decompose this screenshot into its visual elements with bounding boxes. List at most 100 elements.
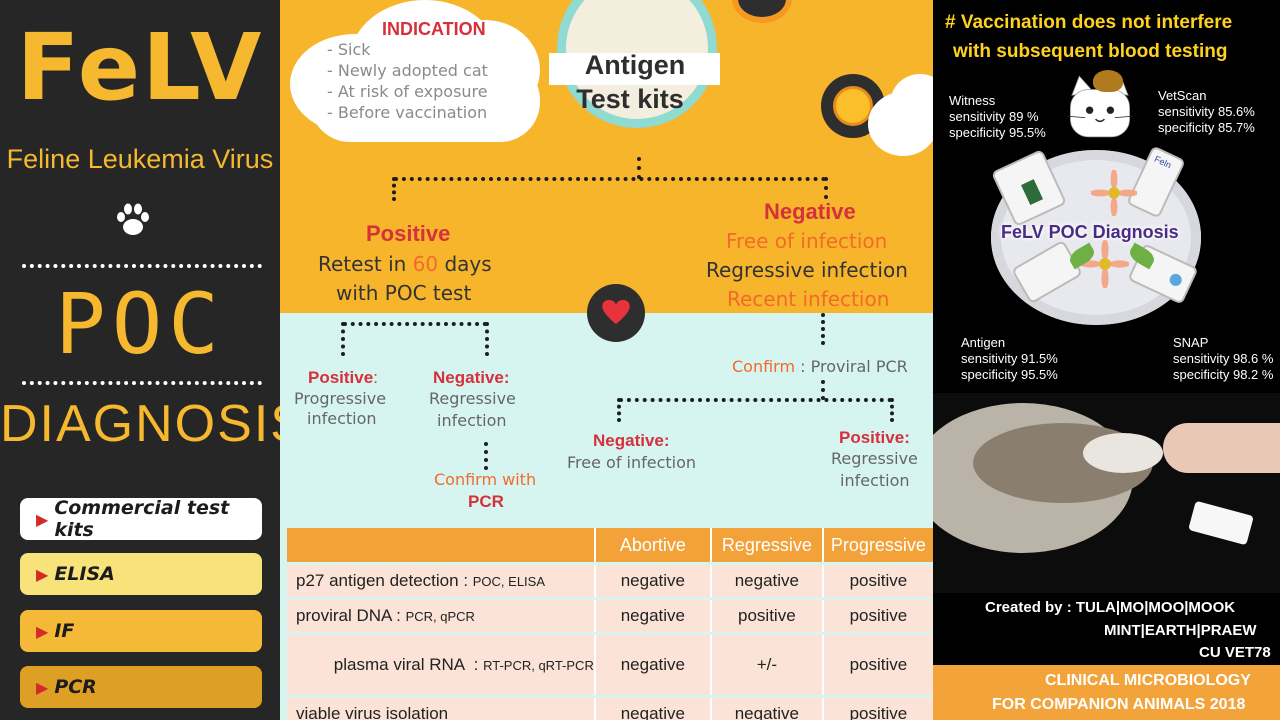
antigen-specificity: specificity 95.5% — [961, 367, 1058, 382]
connector-pos — [343, 322, 487, 326]
table-row: proviral DNA : PCR, qPCR negative positi… — [287, 600, 933, 632]
pos-branch-negative-line: Regressive — [429, 389, 516, 408]
menu-label: ELISA — [54, 563, 115, 585]
negative-title: Negative — [764, 199, 856, 224]
neg-branch-confirm-pre: Confirm — [732, 357, 796, 376]
table-cell: +/- — [709, 635, 822, 695]
arrow-right-icon: ▶ — [36, 509, 49, 529]
positive-line2: with POC test — [336, 281, 472, 305]
row-sub: POC, ELISA — [472, 574, 546, 589]
table-cell: negative — [709, 698, 822, 720]
table-header: Abortive — [593, 528, 710, 562]
row-sub: RT-PCR, qRT-PCR — [483, 658, 594, 673]
menu-label: Commercial test kits — [54, 497, 230, 541]
connector-neg-down — [821, 313, 825, 345]
created-by-line1: Created by : TULA|MO|MOO|MOOK — [985, 599, 1236, 616]
vaccination-note-line1: # Vaccination does not interfere — [945, 12, 1233, 33]
neg-branch-confirm: Confirm : Proviral PCR — [732, 357, 908, 376]
menu-label: IF — [54, 620, 75, 642]
antigen-label-box — [549, 53, 720, 85]
table-header-row: Abortive Regressive Progressive — [287, 528, 933, 562]
confirm-pcr: PCR — [468, 492, 504, 511]
vetscan-sensitivity: sensitivity 85.6% — [1158, 104, 1255, 119]
heart-icon — [602, 299, 630, 325]
table-row-label: viable virus isolation — [287, 698, 594, 720]
table-cell: positive — [821, 635, 933, 695]
indication-title: INDICATION — [382, 19, 486, 39]
antigen-line2: Test kits — [576, 84, 684, 114]
created-by-line3: CU VET78 — [1199, 644, 1271, 661]
vetscan-specificity: specificity 85.7% — [1158, 120, 1255, 135]
indication-item: - At risk of exposure — [327, 82, 488, 101]
neg-branch-negative-line: Free of infection — [567, 453, 697, 472]
connector-neg — [619, 398, 892, 402]
connector-pos-right — [485, 322, 489, 356]
snap-name: SNAP — [1173, 335, 1209, 350]
snap-specificity: specificity 98.2 % — [1173, 367, 1274, 382]
indication-item: - Newly adopted cat — [327, 61, 488, 80]
table-cell: negative — [593, 600, 710, 632]
menu-if[interactable]: ▶ IF — [20, 610, 262, 652]
negative-item: Recent infection — [727, 287, 890, 311]
divider-bottom — [22, 381, 262, 385]
table-row: viable virus isolation negative negative… — [287, 698, 933, 720]
connector-top-right — [824, 177, 828, 199]
arrow-right-icon: ▶ — [36, 621, 49, 641]
snap-sensitivity: sensitivity 98.6 % — [1173, 351, 1274, 366]
table-header: Regressive — [709, 528, 822, 562]
pos-branch-positive-title: Positive — [308, 368, 374, 387]
antigen-line1: Antigen — [584, 50, 686, 80]
menu-commercial-test-kits[interactable]: ▶ Commercial test kits — [20, 497, 262, 541]
diagnosis-title: DIAGNOSIS — [0, 395, 307, 453]
table-row-label: plasma viral RNA : RT-PCR, qRT-PCR — [287, 635, 594, 695]
divider-top — [22, 264, 262, 268]
table-cell: negative — [593, 698, 710, 720]
pos-branch-negative-line: infection — [437, 411, 507, 430]
menu-pcr[interactable]: ▶ PCR — [20, 666, 262, 708]
neg-branch-positive-line: Regressive — [831, 449, 918, 468]
brown-blob-icon — [1093, 70, 1123, 92]
felv-poc-diagnosis-label: FeLV POC Diagnosis — [1001, 222, 1179, 242]
vetscan-name: VetScan — [1158, 88, 1207, 103]
row-sub: PCR, qPCR — [405, 609, 475, 624]
positive-line1-post: days — [438, 252, 492, 276]
flower-icon — [1091, 170, 1137, 216]
neg-branch-positive-line: infection — [840, 471, 910, 490]
pos-branch-positive-line: Progressive — [294, 389, 387, 408]
poc-title: POC — [55, 275, 225, 373]
antigen-sensitivity: sensitivity 91.5% — [961, 351, 1058, 366]
neg-branch-positive-title: Positive: — [839, 428, 910, 447]
table-cell: positive — [709, 600, 822, 632]
pos-branch-positive: Positive: — [308, 368, 378, 388]
indication-item: - Sick — [327, 40, 371, 59]
flowchart-panel: INDICATION - Sick - Newly adopted cat - … — [280, 0, 950, 720]
row-sep: : — [464, 655, 484, 674]
row-main: viable virus isolation — [296, 704, 449, 720]
row-sep: : — [391, 606, 406, 625]
connector-top — [394, 177, 826, 181]
connector-neg-right — [890, 398, 894, 422]
menu-elisa[interactable]: ▶ ELISA — [20, 553, 262, 595]
witness-name: Witness — [949, 93, 996, 108]
felv-title: FeLV — [16, 14, 264, 121]
connector-neg-mid — [821, 380, 825, 400]
table-cell: negative — [709, 565, 822, 597]
footer-banner — [933, 665, 1280, 720]
footer-line1: CLINICAL MICROBIOLOGY — [1045, 672, 1251, 689]
negative-item: Regressive infection — [706, 258, 908, 282]
row-sep: : — [458, 571, 473, 590]
right-panel: # Vaccination does not interfere with su… — [933, 0, 1280, 720]
row-main: plasma viral RNA — [333, 655, 465, 674]
positive-days: 60 — [412, 252, 439, 276]
table-cell: positive — [821, 698, 933, 720]
pos-branch-negative-title: Negative: — [433, 368, 510, 387]
indication-item: - Before vaccination — [327, 103, 488, 122]
paw-icon — [117, 203, 149, 235]
connector-neg-left — [617, 398, 621, 422]
table-row: p27 antigen detection : POC, ELISA negat… — [287, 565, 933, 597]
infection-table: Abortive Regressive Progressive p27 anti… — [287, 525, 933, 720]
positive-title: Positive — [366, 221, 451, 246]
positive-line1: Retest in 60 days — [318, 252, 492, 276]
connector-pos-left — [341, 322, 345, 356]
connector-confirm — [484, 442, 488, 470]
